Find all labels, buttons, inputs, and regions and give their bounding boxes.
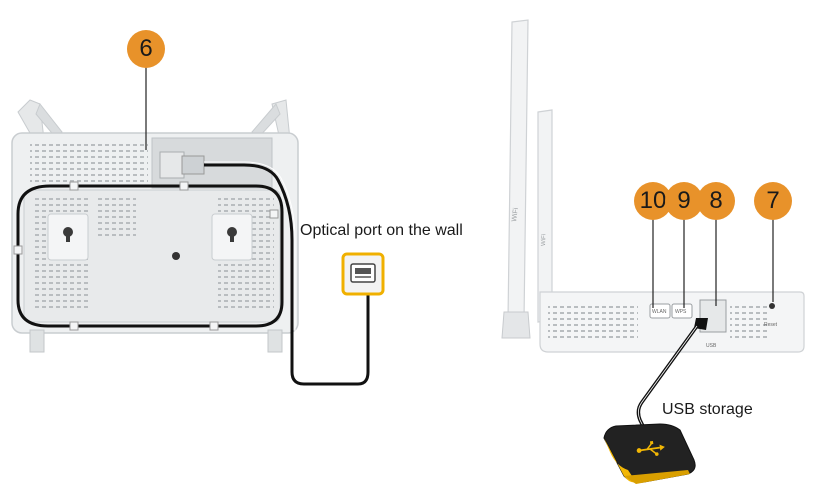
badge-6: 6 bbox=[127, 30, 165, 68]
usb-port-text: USB bbox=[706, 343, 717, 349]
reset-text: Reset bbox=[764, 322, 778, 328]
router-bottom-view bbox=[11, 66, 299, 353]
usb-storage-device bbox=[603, 423, 696, 484]
antenna-wifi-text: WiFi bbox=[511, 207, 520, 222]
wps-button-text: WPS bbox=[675, 309, 687, 315]
usb-storage-label: USB storage bbox=[662, 401, 753, 418]
badge-8: 8 bbox=[697, 182, 735, 220]
wlan-button-text: WLAN bbox=[652, 309, 667, 315]
badge-9: 9 bbox=[665, 182, 703, 220]
antenna-text: WiFi bbox=[541, 234, 547, 246]
usb-cable bbox=[636, 318, 708, 433]
optical-port-icon bbox=[341, 252, 385, 296]
router-side-view: WiFi WiFi WLAN WPS USB Reset bbox=[501, 19, 805, 353]
usb-icon bbox=[636, 441, 665, 456]
badge-10: 10 bbox=[634, 182, 672, 220]
badge-7: 7 bbox=[754, 182, 792, 220]
fiber-cable bbox=[204, 163, 370, 386]
optical-port-label: Optical port on the wall bbox=[300, 222, 463, 239]
